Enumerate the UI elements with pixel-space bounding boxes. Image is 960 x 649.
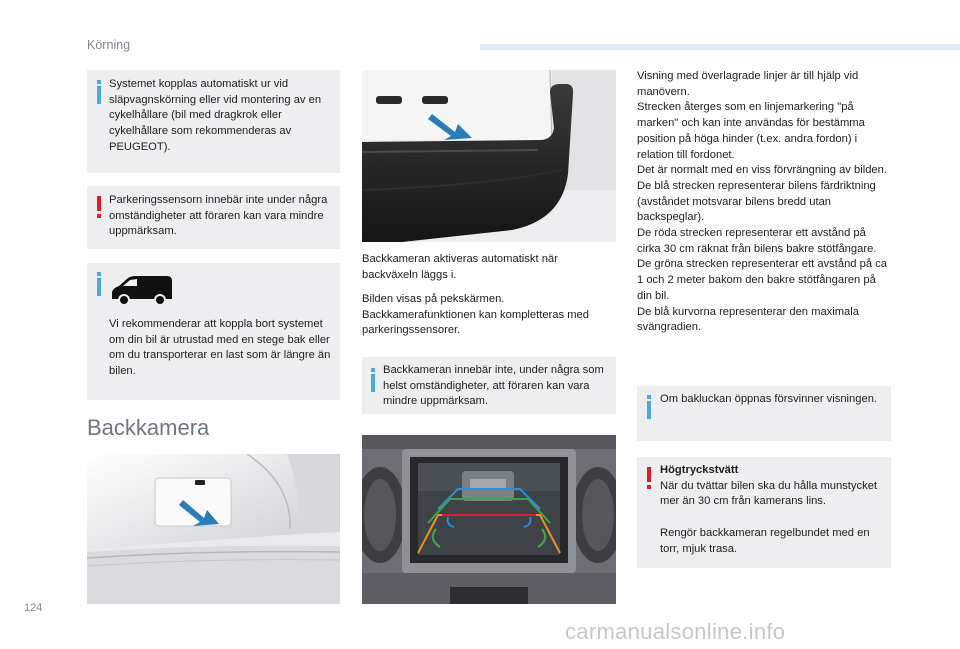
info-text-trailer: Systemet kopplas automatiskt ur vid släp… bbox=[109, 78, 322, 153]
tailgate-camera-photo bbox=[87, 454, 340, 604]
camera-display-text: Bilden visas på pekskärmen. Backkamerafu… bbox=[362, 293, 589, 337]
guidelines-paragraph: De röda strecken representerar ett avstå… bbox=[637, 227, 877, 255]
warning-text-sensor: Parkeringssensorn innebär inte under någ… bbox=[109, 194, 328, 238]
running-header: Körning bbox=[87, 38, 131, 52]
info-box-camera-attention: Backkameran innebär inte, under några so… bbox=[362, 357, 616, 414]
warning-box-pressure-wash: Högtryckstvätt När du tvättar bilen ska … bbox=[637, 457, 891, 568]
info-text-camera-attention: Backkameran innebär inte, under några so… bbox=[383, 364, 604, 408]
info-box-ladder: Vi rekommenderar att koppla bort systeme… bbox=[87, 263, 340, 400]
info-box-trailer: Systemet kopplas automatiskt ur vid släp… bbox=[87, 70, 340, 173]
warning-text-pressure-wash: När du tvättar bilen ska du hålla munsty… bbox=[660, 479, 878, 508]
info-icon bbox=[371, 368, 375, 392]
guidelines-paragraph: De blå kurvorna representerar den maxima… bbox=[637, 305, 859, 334]
dashboard-screen-photo bbox=[362, 435, 616, 604]
van-load-icon bbox=[112, 276, 172, 306]
warning-icon bbox=[647, 467, 651, 489]
info-icon bbox=[647, 395, 651, 419]
warning-title: Högtryckstvätt bbox=[660, 464, 739, 476]
info-text-tailgate: Om bakluckan öppnas försvinner visningen… bbox=[660, 393, 878, 405]
guidelines-paragraph: Visning med överlagrade linjer är till h… bbox=[637, 70, 859, 98]
info-box-tailgate: Om bakluckan öppnas försvinner visningen… bbox=[637, 386, 891, 441]
info-icon bbox=[97, 272, 101, 296]
header-accent-bar bbox=[480, 44, 960, 50]
warning-icon bbox=[97, 196, 101, 218]
watermark: carmanualsonline.info bbox=[565, 619, 786, 644]
guidelines-paragraph: Strecken återges som en linjemarkering "… bbox=[637, 101, 865, 161]
warning-box-sensor: Parkeringssensorn innebär inte under någ… bbox=[87, 186, 340, 249]
info-icon bbox=[97, 80, 101, 104]
warning-text-cleaning: Rengör backkameran regelbundet med en to… bbox=[660, 527, 870, 555]
rear-bumper-photo bbox=[362, 70, 616, 242]
info-text-ladder: Vi rekommenderar att koppla bort systeme… bbox=[109, 318, 331, 378]
guidelines-paragraph: De blå strecken representerar bilens fär… bbox=[637, 179, 876, 224]
guidelines-description: Visning med överlagrade linjer är till h… bbox=[637, 69, 891, 336]
guidelines-paragraph: Det är normalt med en viss förvrängning … bbox=[637, 164, 887, 177]
camera-activation-text: Backkameran aktiveras automatiskt när ba… bbox=[362, 253, 558, 281]
guidelines-paragraph: De gröna strecken representerar ett avst… bbox=[637, 258, 887, 302]
page-number: 124 bbox=[24, 602, 43, 614]
section-title: Backkamera bbox=[87, 415, 210, 440]
